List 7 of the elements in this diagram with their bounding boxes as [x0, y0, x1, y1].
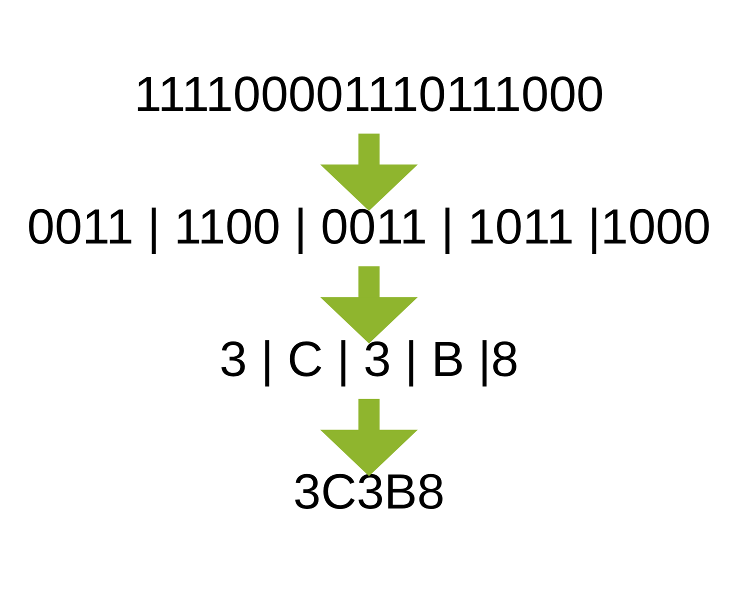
arrow [320, 398, 418, 476]
node-text: 111100001110111000 [134, 66, 604, 122]
arrow [320, 134, 418, 211]
arrow [320, 266, 418, 344]
node-text: 3 | C | 3 | B |8 [219, 332, 519, 388]
node-text: 3C3B8 [293, 464, 445, 520]
node-text: 0011 | 1100 | 0011 | 1011 |1000 [27, 199, 711, 254]
